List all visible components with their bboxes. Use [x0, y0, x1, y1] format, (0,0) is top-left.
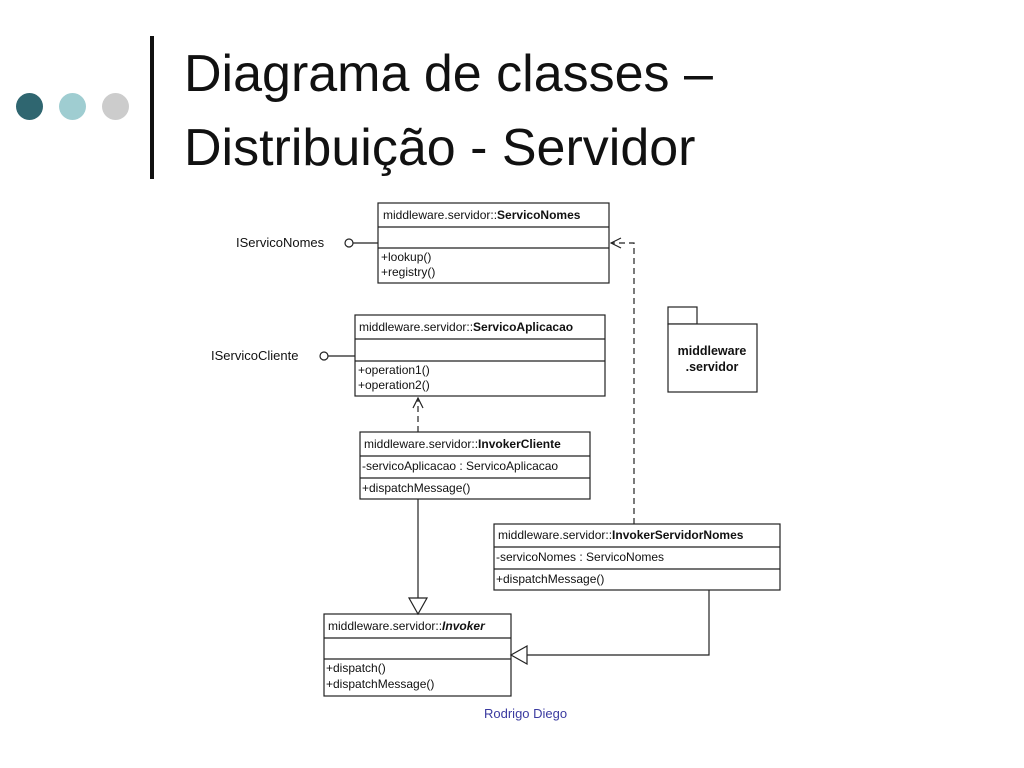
interface-label-iservico-nomes: IServicoNomes [236, 235, 325, 250]
operation-operation2: +operation2() [358, 378, 430, 392]
title-dot-dark [16, 93, 43, 120]
attribute-servico-nomes: -servicoNomes : ServicoNomes [496, 550, 664, 564]
generalization-invoker-cliente-to-invoker [407, 499, 429, 616]
interface-iservico-cliente-lollipop [319, 351, 355, 361]
interface-iservico-nomes-lollipop [344, 238, 378, 248]
class-header-invoker: middleware.servidor::Invoker [328, 619, 486, 633]
title-divider [150, 36, 154, 179]
class-invoker [323, 613, 512, 697]
class-invoker-servidor-nomes [493, 523, 781, 591]
footer-author: Rodrigo Diego [484, 706, 568, 721]
operation-lookup: +lookup() [381, 250, 431, 264]
class-header-invoker-cliente: middleware.servidor::InvokerCliente [364, 437, 561, 451]
operation-dispatch: +dispatch() [326, 661, 386, 675]
slide-title-line-1: Diagrama de classes – [184, 45, 713, 103]
class-header-invoker-servidor-nomes: middleware.servidor::InvokerServidorNome… [498, 528, 744, 542]
title-dot-mid [59, 93, 86, 120]
operation-operation1: +operation1() [358, 363, 430, 377]
class-servico-aplicacao [354, 314, 606, 397]
package-label-line-1: middleware [678, 344, 747, 358]
dependency-invoker-servidor-nomes-to-servico-nomes [611, 243, 635, 524]
class-invoker-cliente [359, 431, 591, 500]
generalization-invoker-servidor-nomes-to-invoker [509, 590, 710, 666]
attribute-servico-aplicacao: -servicoAplicacao : ServicoAplicacao [362, 459, 558, 473]
title-dot-light [102, 93, 129, 120]
class-servico-nomes [377, 202, 610, 284]
operation-dispatch-message-cliente: +dispatchMessage() [362, 481, 470, 495]
operation-dispatch-message-invoker: +dispatchMessage() [326, 677, 434, 691]
interface-label-iservico-cliente: IServicoCliente [211, 348, 298, 363]
class-header-servico-aplicacao: middleware.servidor::ServicoAplicacao [359, 320, 573, 334]
class-header-servico-nomes: middleware.servidor::ServicoNomes [383, 208, 581, 222]
operation-dispatch-message-servidor-nomes: +dispatchMessage() [496, 572, 604, 586]
package-label-line-2: .servidor [686, 360, 739, 374]
package-icon [667, 306, 758, 393]
operation-registry: +registry() [381, 265, 435, 279]
slide-title-line-2: Distribuição - Servidor [184, 119, 696, 177]
